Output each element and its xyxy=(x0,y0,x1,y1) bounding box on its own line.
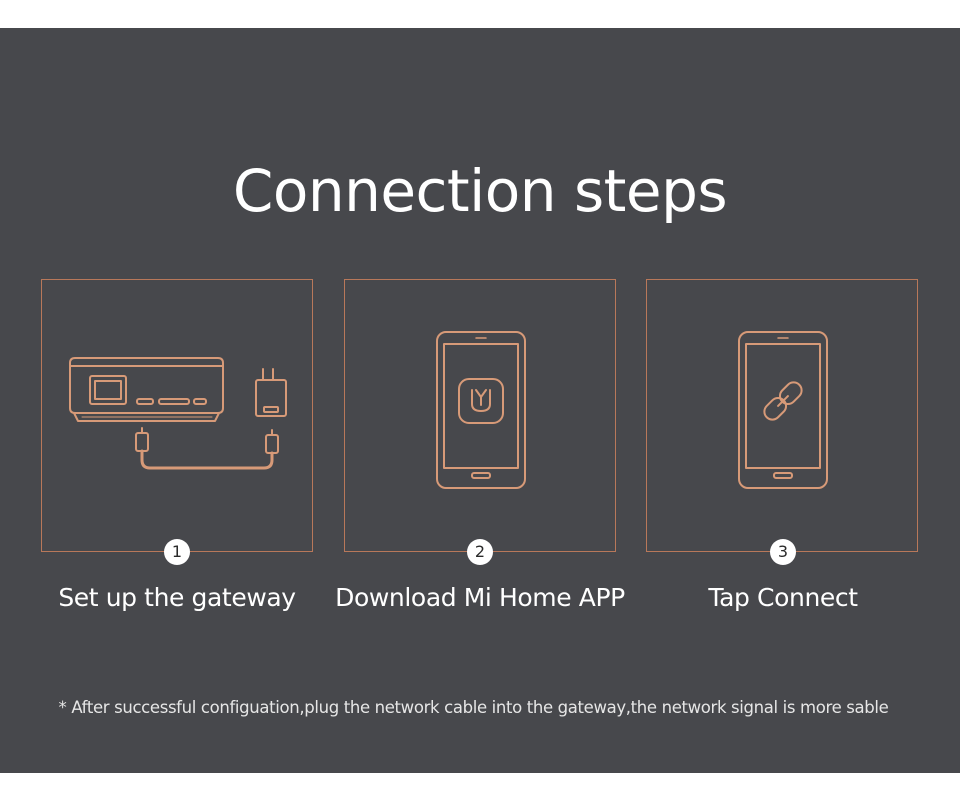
step-1-label: Set up the gateway xyxy=(58,583,296,612)
step-3-card xyxy=(646,279,918,552)
step-3-number: 3 xyxy=(770,539,796,565)
mi-home-app-icon xyxy=(436,331,526,489)
link-icon xyxy=(738,331,828,489)
step-2-card xyxy=(344,279,616,552)
step-3-label: Tap Connect xyxy=(708,583,858,612)
banner-panel: Connection steps xyxy=(0,28,960,773)
page-title: Connection steps xyxy=(232,157,728,225)
step-2-number: 2 xyxy=(467,539,493,565)
step-1-number: 1 xyxy=(164,539,190,565)
gateway-device-icon xyxy=(69,357,287,470)
footnote: * After successful configuation,plug the… xyxy=(58,698,889,717)
step-1-card xyxy=(41,279,313,552)
step-2-label: Download Mi Home APP xyxy=(335,583,625,612)
